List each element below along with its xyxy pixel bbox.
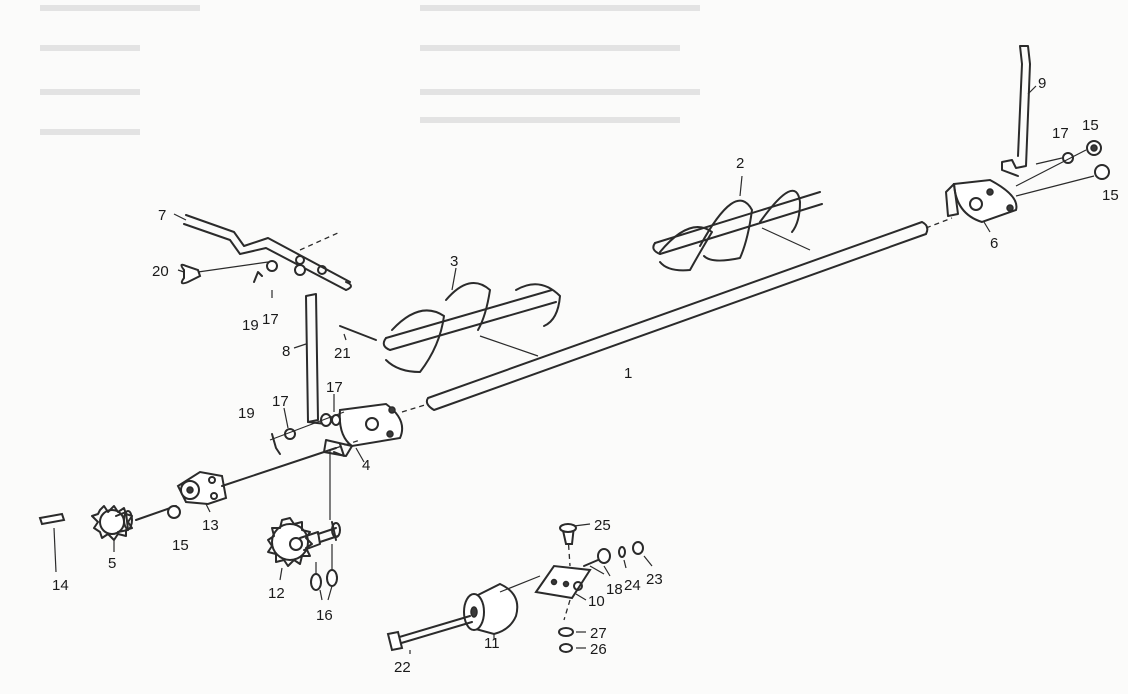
link-rod — [293, 293, 327, 425]
callout-7: 7 — [158, 207, 166, 224]
bearing-bracket-left — [323, 402, 404, 463]
callout-18: 18 — [606, 581, 623, 598]
idler-roller — [463, 575, 541, 640]
callout-19-upper: 19 — [242, 317, 259, 334]
callout-3: 3 — [450, 253, 458, 270]
callout-15-right: 15 — [1102, 187, 1119, 204]
callout-19-lower: 19 — [238, 405, 255, 422]
callout-17-upper: 17 — [262, 311, 279, 328]
callout-16: 16 — [316, 607, 333, 624]
shaft-key — [38, 512, 66, 573]
callout-10: 10 — [588, 593, 605, 610]
idler-mounting-bracket — [534, 535, 605, 621]
right-upright-lever — [1001, 45, 1037, 177]
background-table-remnants — [40, 5, 700, 135]
callout-22: 22 — [394, 659, 411, 676]
washers-16 — [310, 450, 338, 601]
callout-17-mid: 17 — [272, 393, 289, 410]
bolt-22 — [386, 615, 473, 654]
callout-14: 14 — [52, 577, 69, 594]
callout-24: 24 — [624, 577, 641, 594]
auger-flight-right — [652, 175, 823, 272]
callout-8: 8 — [282, 343, 290, 360]
callout-26: 26 — [590, 641, 607, 658]
callout-17-bracket: 17 — [326, 379, 343, 396]
callout-4: 4 — [362, 457, 370, 474]
callout-labels: 1 2 3 4 5 6 7 8 9 10 11 12 13 14 15 15 1… — [52, 75, 1119, 676]
upper-lever-arm — [173, 213, 352, 291]
callout-23: 23 — [646, 571, 663, 588]
callout-12: 12 — [268, 585, 285, 602]
idler-hardware — [558, 523, 653, 653]
callout-17-right: 17 — [1052, 125, 1069, 142]
callout-9: 9 — [1038, 75, 1046, 92]
bearing-bracket-right — [945, 178, 1018, 233]
callout-6: 6 — [990, 235, 998, 252]
lower-bearing — [176, 470, 228, 513]
callout-5: 5 — [108, 555, 116, 572]
callout-2: 2 — [736, 155, 744, 172]
hardware-items — [167, 140, 1110, 519]
callout-13: 13 — [202, 517, 219, 534]
sprocket-12 — [267, 517, 341, 581]
sprocket-5 — [91, 505, 133, 552]
callout-27: 27 — [590, 625, 607, 642]
pins-and-wingnut — [177, 263, 377, 455]
callout-21: 21 — [334, 345, 351, 362]
callout-25: 25 — [594, 517, 611, 534]
callout-20: 20 — [152, 263, 169, 280]
callout-1: 1 — [624, 365, 632, 382]
main-shaft — [401, 217, 953, 413]
auger-flight-left — [382, 267, 561, 373]
callout-11: 11 — [484, 635, 500, 652]
callout-15-lower: 15 — [172, 537, 189, 554]
callout-15-top: 15 — [1082, 117, 1099, 134]
